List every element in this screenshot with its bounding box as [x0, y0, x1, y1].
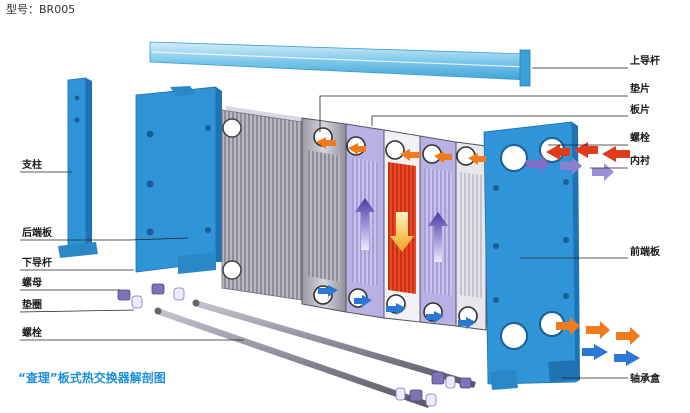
- hot-flow-arrows-bottom: [556, 317, 640, 345]
- washer-left-2: [173, 287, 185, 301]
- label-column: 支柱: [21, 158, 42, 171]
- flow-down-arrow: [390, 212, 414, 252]
- bearing-box: [548, 360, 580, 382]
- rear-end-plate: [135, 86, 222, 274]
- nut-left-2: [151, 283, 165, 295]
- label-front-end-plate: 前端板: [630, 245, 661, 258]
- label-bolt-right: 螺栓: [630, 131, 650, 144]
- flow-up-arrow-1: [355, 198, 375, 250]
- tie-bolt-rod-1: [192, 299, 476, 388]
- front-end-plate: [483, 121, 580, 390]
- plate-pack: [221, 106, 306, 301]
- upper-guide-bar: [149, 41, 531, 87]
- nut-right-2: [395, 387, 437, 407]
- washer-left-1: [131, 295, 143, 309]
- plate-5: [455, 141, 487, 331]
- label-inner-lining: 内衬: [630, 154, 650, 167]
- model-label: 型号：BR005: [6, 2, 75, 16]
- label-bearing-box: 轴承盒: [630, 372, 661, 385]
- label-plate: 板片: [630, 103, 650, 116]
- hot-flow-arrows-top: [316, 137, 630, 165]
- label-rear-end-plate: 后端板: [22, 226, 53, 239]
- diagram-caption: “查理”板式热交换器解剖图: [18, 370, 166, 385]
- label-bolt-left: 螺栓: [22, 326, 42, 339]
- column: [58, 77, 98, 258]
- leader-lines: [19, 67, 628, 379]
- tie-bolt-rod-2: [154, 307, 430, 408]
- plate-1: [301, 117, 347, 313]
- nut-left-1: [117, 289, 131, 301]
- nut-right-1: [431, 371, 472, 389]
- flow-up-arrow-2: [428, 212, 448, 262]
- purple-flow-arrows: [526, 155, 614, 181]
- label-lower-guide-bar: 下导杆: [22, 256, 52, 269]
- label-upper-guide-bar: 上导杆: [630, 54, 660, 67]
- label-nut: 螺母: [22, 276, 42, 289]
- cold-flow-arrows-bottom: [318, 285, 640, 366]
- label-gasket: 垫片: [630, 82, 650, 95]
- label-washer: 垫圈: [22, 298, 42, 311]
